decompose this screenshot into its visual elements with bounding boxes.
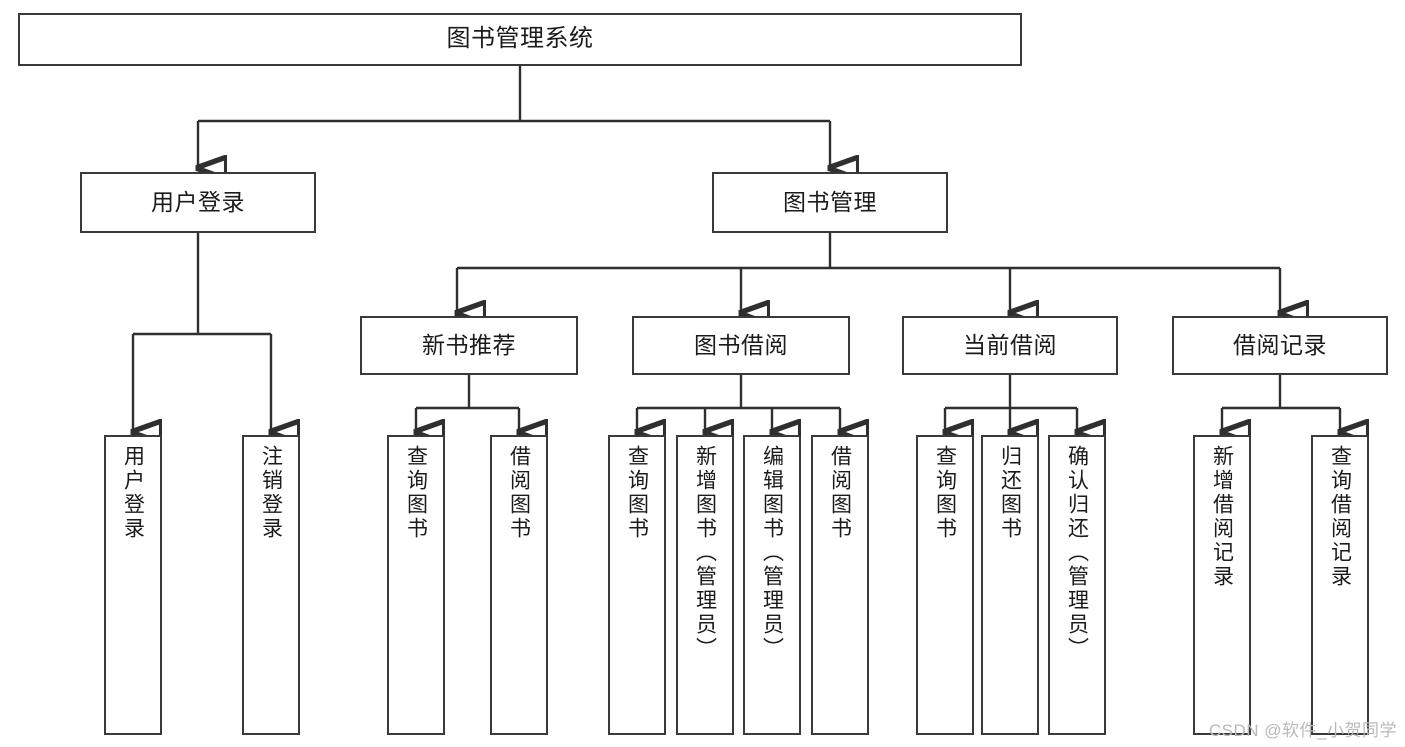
node-label: 用户登录: [151, 188, 245, 215]
node-label: 借阅图书: [828, 445, 852, 541]
node-label: 图书借阅: [694, 331, 788, 358]
node-label: 新增借阅记录: [1210, 445, 1234, 589]
node-leaf-return-book[interactable]: 归还图书: [981, 435, 1039, 735]
node-leaf-add-book-admin[interactable]: 新增图书（管理员）: [676, 435, 734, 735]
node-leaf-borrow-book-1[interactable]: 借阅图书: [490, 435, 548, 735]
node-leaf-user-login[interactable]: 用户登录: [104, 435, 162, 735]
node-user-login[interactable]: 用户登录: [80, 172, 316, 233]
csdn-watermark: CSDN @软件_小贺同学: [1208, 721, 1397, 740]
node-leaf-query-borrow-record[interactable]: 查询借阅记录: [1311, 435, 1369, 735]
node-label: 查询借阅记录: [1328, 445, 1352, 589]
node-label: 编辑图书（管理员）: [760, 445, 784, 661]
node-borrow-record[interactable]: 借阅记录: [1172, 316, 1388, 375]
node-book-borrow[interactable]: 图书借阅: [632, 316, 850, 375]
node-label: 查询图书: [625, 445, 649, 541]
node-leaf-query-book-1[interactable]: 查询图书: [387, 435, 445, 735]
node-label: 归还图书: [998, 445, 1022, 541]
node-leaf-confirm-return-admin[interactable]: 确认归还（管理员）: [1048, 435, 1106, 735]
node-label: 确认归还（管理员）: [1065, 445, 1089, 661]
node-leaf-borrow-book-2[interactable]: 借阅图书: [811, 435, 869, 735]
node-label: 图书管理: [783, 188, 877, 215]
node-label: 用户登录: [121, 445, 145, 541]
node-label: 图书管理系统: [446, 25, 594, 53]
node-label: 借阅记录: [1233, 331, 1327, 358]
node-label: 借阅图书: [507, 445, 531, 541]
node-new-book-rec[interactable]: 新书推荐: [360, 316, 578, 375]
node-leaf-edit-book-admin[interactable]: 编辑图书（管理员）: [743, 435, 801, 735]
node-label: 新增图书（管理员）: [693, 445, 717, 661]
node-label: 查询图书: [933, 445, 957, 541]
node-leaf-query-book-3[interactable]: 查询图书: [916, 435, 974, 735]
node-leaf-logout-login[interactable]: 注销登录: [242, 435, 300, 735]
node-label: 查询图书: [404, 445, 428, 541]
node-root-system[interactable]: 图书管理系统: [18, 13, 1022, 66]
node-label: 注销登录: [259, 445, 283, 541]
node-leaf-add-borrow-record[interactable]: 新增借阅记录: [1193, 435, 1251, 735]
node-leaf-query-book-2[interactable]: 查询图书: [608, 435, 666, 735]
node-book-manage[interactable]: 图书管理: [712, 172, 948, 233]
node-current-borrow[interactable]: 当前借阅: [902, 316, 1118, 375]
node-label: 新书推荐: [422, 331, 516, 358]
node-label: 当前借阅: [963, 331, 1057, 358]
